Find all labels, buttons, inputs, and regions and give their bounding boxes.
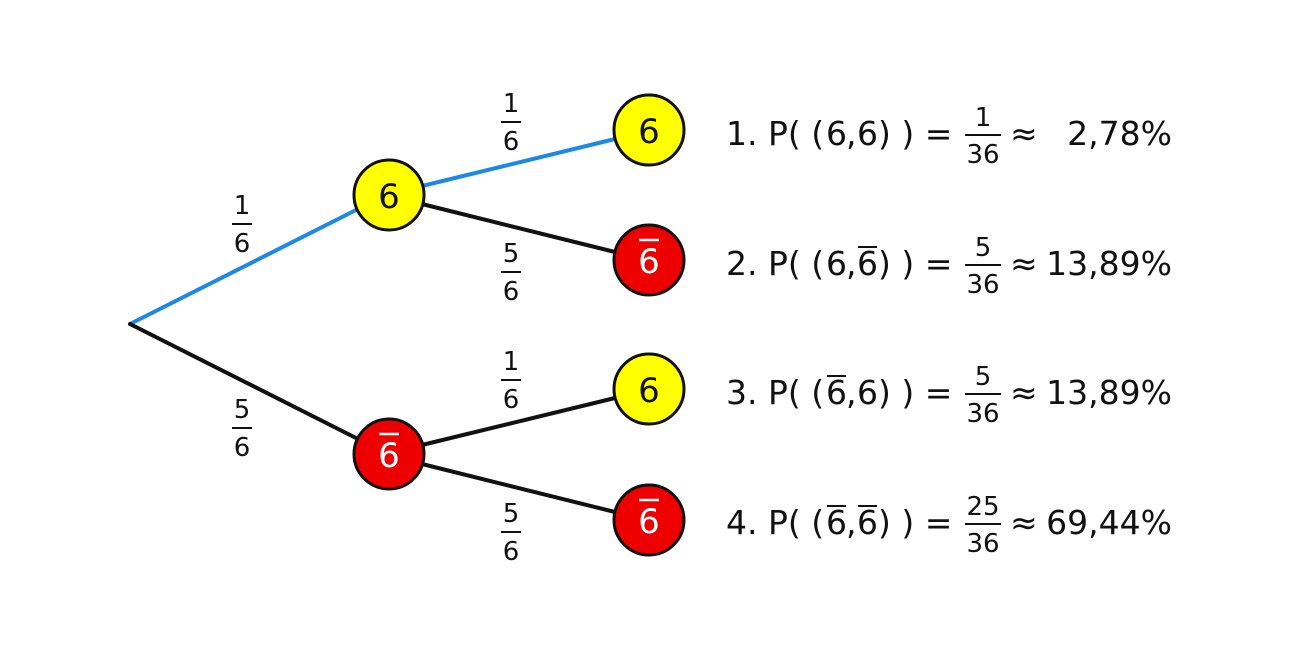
edge-six-to-notsix bbox=[420, 202, 617, 254]
svg-text:5: 5 bbox=[503, 239, 520, 269]
edge-label-notsix-to-notsix: 5 6 bbox=[501, 499, 521, 567]
result-row-4: 4. P( ( 6 , 6 ) ) = 25 36 ≈ 69,44% bbox=[726, 492, 1172, 559]
svg-text:6: 6 bbox=[503, 277, 520, 307]
svg-text:6: 6 bbox=[638, 112, 660, 152]
svg-text:13,89%: 13,89% bbox=[1046, 244, 1172, 283]
edge-label-notsix-to-six: 1 6 bbox=[501, 347, 521, 415]
svg-text:6: 6 bbox=[638, 371, 660, 411]
svg-text:,: , bbox=[846, 244, 857, 283]
result-row-2: 2. P( ( 6 , 6 ) ) = 5 36 ≈ 13,89% bbox=[726, 233, 1172, 300]
edge-six-to-six bbox=[420, 137, 617, 188]
svg-text:25: 25 bbox=[966, 492, 999, 522]
svg-text:69,44%: 69,44% bbox=[1046, 503, 1172, 542]
svg-text:1. P( (: 1. P( ( bbox=[726, 114, 824, 153]
node-leaf1-six: 6 bbox=[612, 93, 686, 167]
svg-text:2. P( (: 2. P( ( bbox=[726, 244, 824, 283]
svg-text:) ) =: ) ) = bbox=[878, 244, 952, 283]
node-leaf3-six: 6 bbox=[612, 352, 686, 426]
edge-label-root-to-six: 1 6 bbox=[232, 191, 252, 259]
svg-text:6: 6 bbox=[826, 244, 847, 283]
edge-root-to-six bbox=[128, 206, 362, 326]
node-level1-notsix: 6 bbox=[352, 417, 426, 491]
edge-label-six-to-notsix: 5 6 bbox=[501, 239, 521, 307]
node-leaf2-notsix: 6 bbox=[612, 223, 686, 297]
svg-text:6: 6 bbox=[234, 229, 251, 259]
svg-text:13,89%: 13,89% bbox=[1046, 373, 1172, 412]
svg-text:36: 36 bbox=[966, 399, 999, 429]
svg-text:3. P( (: 3. P( ( bbox=[726, 373, 824, 412]
svg-text:36: 36 bbox=[966, 140, 999, 170]
svg-text:6: 6 bbox=[857, 373, 878, 412]
svg-text:≈: ≈ bbox=[1010, 373, 1038, 412]
svg-text:6: 6 bbox=[857, 244, 878, 283]
svg-text:≈: ≈ bbox=[1010, 244, 1038, 283]
svg-text:6: 6 bbox=[638, 242, 660, 282]
svg-text:1: 1 bbox=[503, 89, 520, 119]
svg-text:,: , bbox=[846, 503, 857, 542]
svg-text:6: 6 bbox=[638, 502, 660, 542]
svg-text:6: 6 bbox=[503, 537, 520, 567]
edge-label-six-to-six: 1 6 bbox=[501, 89, 521, 157]
edge-label-root-to-notsix: 5 6 bbox=[232, 395, 252, 463]
svg-text:≈: ≈ bbox=[1010, 114, 1038, 153]
svg-text:6: 6 bbox=[378, 177, 400, 217]
svg-text:,: , bbox=[846, 114, 857, 153]
svg-text:5: 5 bbox=[234, 395, 251, 425]
svg-text:6: 6 bbox=[234, 433, 251, 463]
svg-text:36: 36 bbox=[966, 529, 999, 559]
svg-text:4. P( (: 4. P( ( bbox=[726, 503, 824, 542]
svg-text:6: 6 bbox=[826, 114, 847, 153]
svg-text:6: 6 bbox=[826, 373, 847, 412]
svg-text:,: , bbox=[846, 373, 857, 412]
node-level1-six: 6 bbox=[352, 158, 426, 232]
node-leaf4-notsix: 6 bbox=[612, 483, 686, 557]
svg-text:≈: ≈ bbox=[1010, 503, 1038, 542]
svg-text:6: 6 bbox=[826, 503, 847, 542]
svg-text:) ) =: ) ) = bbox=[878, 503, 952, 542]
svg-text:6: 6 bbox=[503, 127, 520, 157]
svg-text:6: 6 bbox=[857, 503, 878, 542]
svg-text:) ) =: ) ) = bbox=[878, 373, 952, 412]
svg-text:5: 5 bbox=[975, 233, 992, 263]
svg-text:5: 5 bbox=[975, 362, 992, 392]
result-overbars bbox=[827, 246, 877, 507]
result-row-3: 3. P( ( 6 , 6 ) ) = 5 36 ≈ 13,89% bbox=[726, 362, 1172, 429]
svg-text:) ) =: ) ) = bbox=[878, 114, 952, 153]
svg-text:6: 6 bbox=[857, 114, 878, 153]
svg-text:6: 6 bbox=[503, 385, 520, 415]
svg-text:1: 1 bbox=[503, 347, 520, 377]
edge-notsix-to-notsix bbox=[420, 462, 617, 514]
edge-notsix-to-six bbox=[420, 396, 617, 447]
svg-text:2,78%: 2,78% bbox=[1067, 114, 1172, 153]
svg-text:5: 5 bbox=[503, 499, 520, 529]
svg-text:1: 1 bbox=[234, 191, 251, 221]
svg-text:1: 1 bbox=[975, 103, 992, 133]
result-row-1: 1. P( ( 6 , 6 ) ) = 1 36 ≈ 2,78% bbox=[726, 103, 1172, 170]
edge-root-to-notsix bbox=[128, 322, 362, 442]
svg-text:6: 6 bbox=[378, 436, 400, 476]
svg-text:36: 36 bbox=[966, 270, 999, 300]
